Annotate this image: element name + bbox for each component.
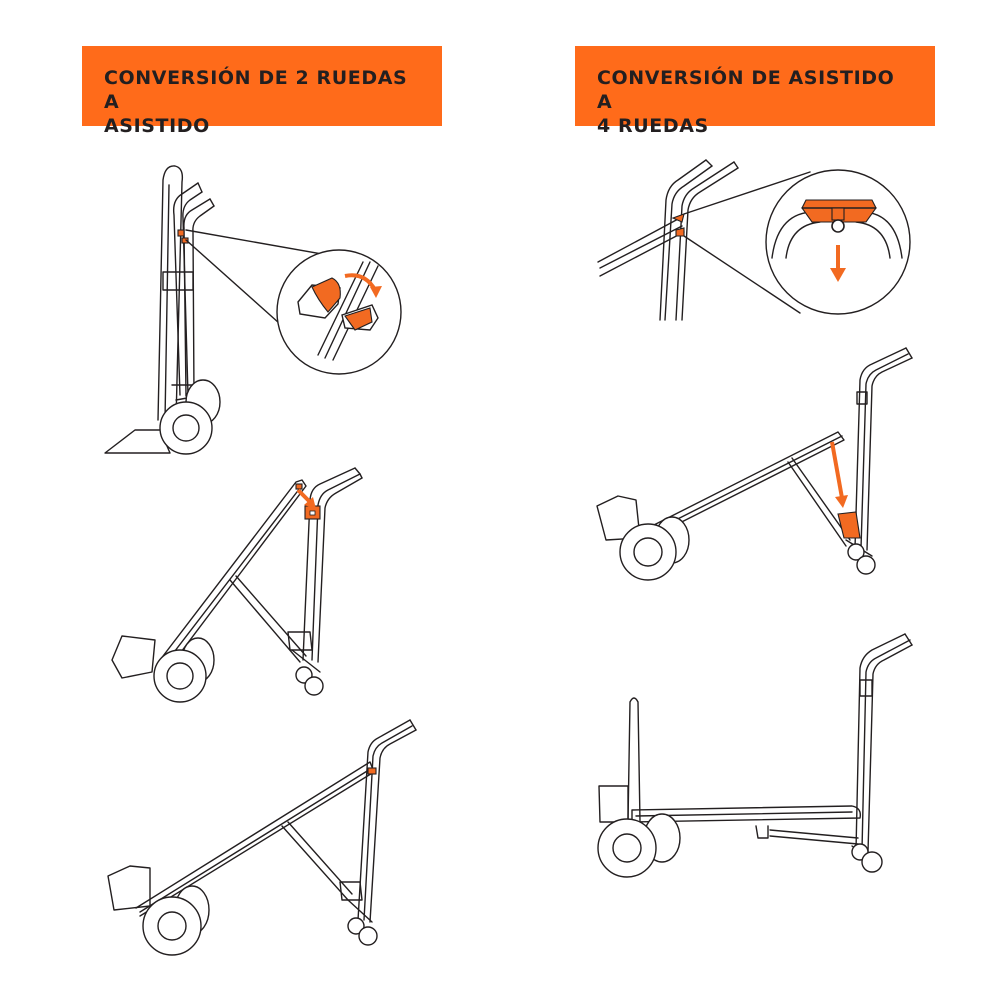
step-release-joint — [597, 159, 911, 321]
section-title-line: 4 RUEDAS — [597, 115, 709, 137]
step-assisted-mode — [107, 719, 417, 956]
section-title-assisted-to-4-wheel: CONVERSIÓN DE ASISTIDO A 4 RUEDAS — [575, 46, 935, 137]
release-pull-down-detail — [771, 199, 903, 282]
section-title-line: CONVERSIÓN DE 2 RUEDAS A — [104, 67, 408, 113]
section-title-line: CONVERSIÓN DE ASISTIDO A — [597, 67, 895, 113]
step-tilted-frame — [111, 467, 363, 703]
step-upright-hand-truck — [104, 165, 402, 455]
section-title-2-wheel-to-assisted: CONVERSIÓN DE 2 RUEDAS A ASISTIDO — [82, 46, 442, 137]
step-lowering-frame — [596, 347, 913, 581]
latch-rotate-detail — [297, 261, 382, 361]
section-title-line: ASISTIDO — [104, 115, 210, 137]
step-4-wheel-platform — [597, 633, 913, 878]
